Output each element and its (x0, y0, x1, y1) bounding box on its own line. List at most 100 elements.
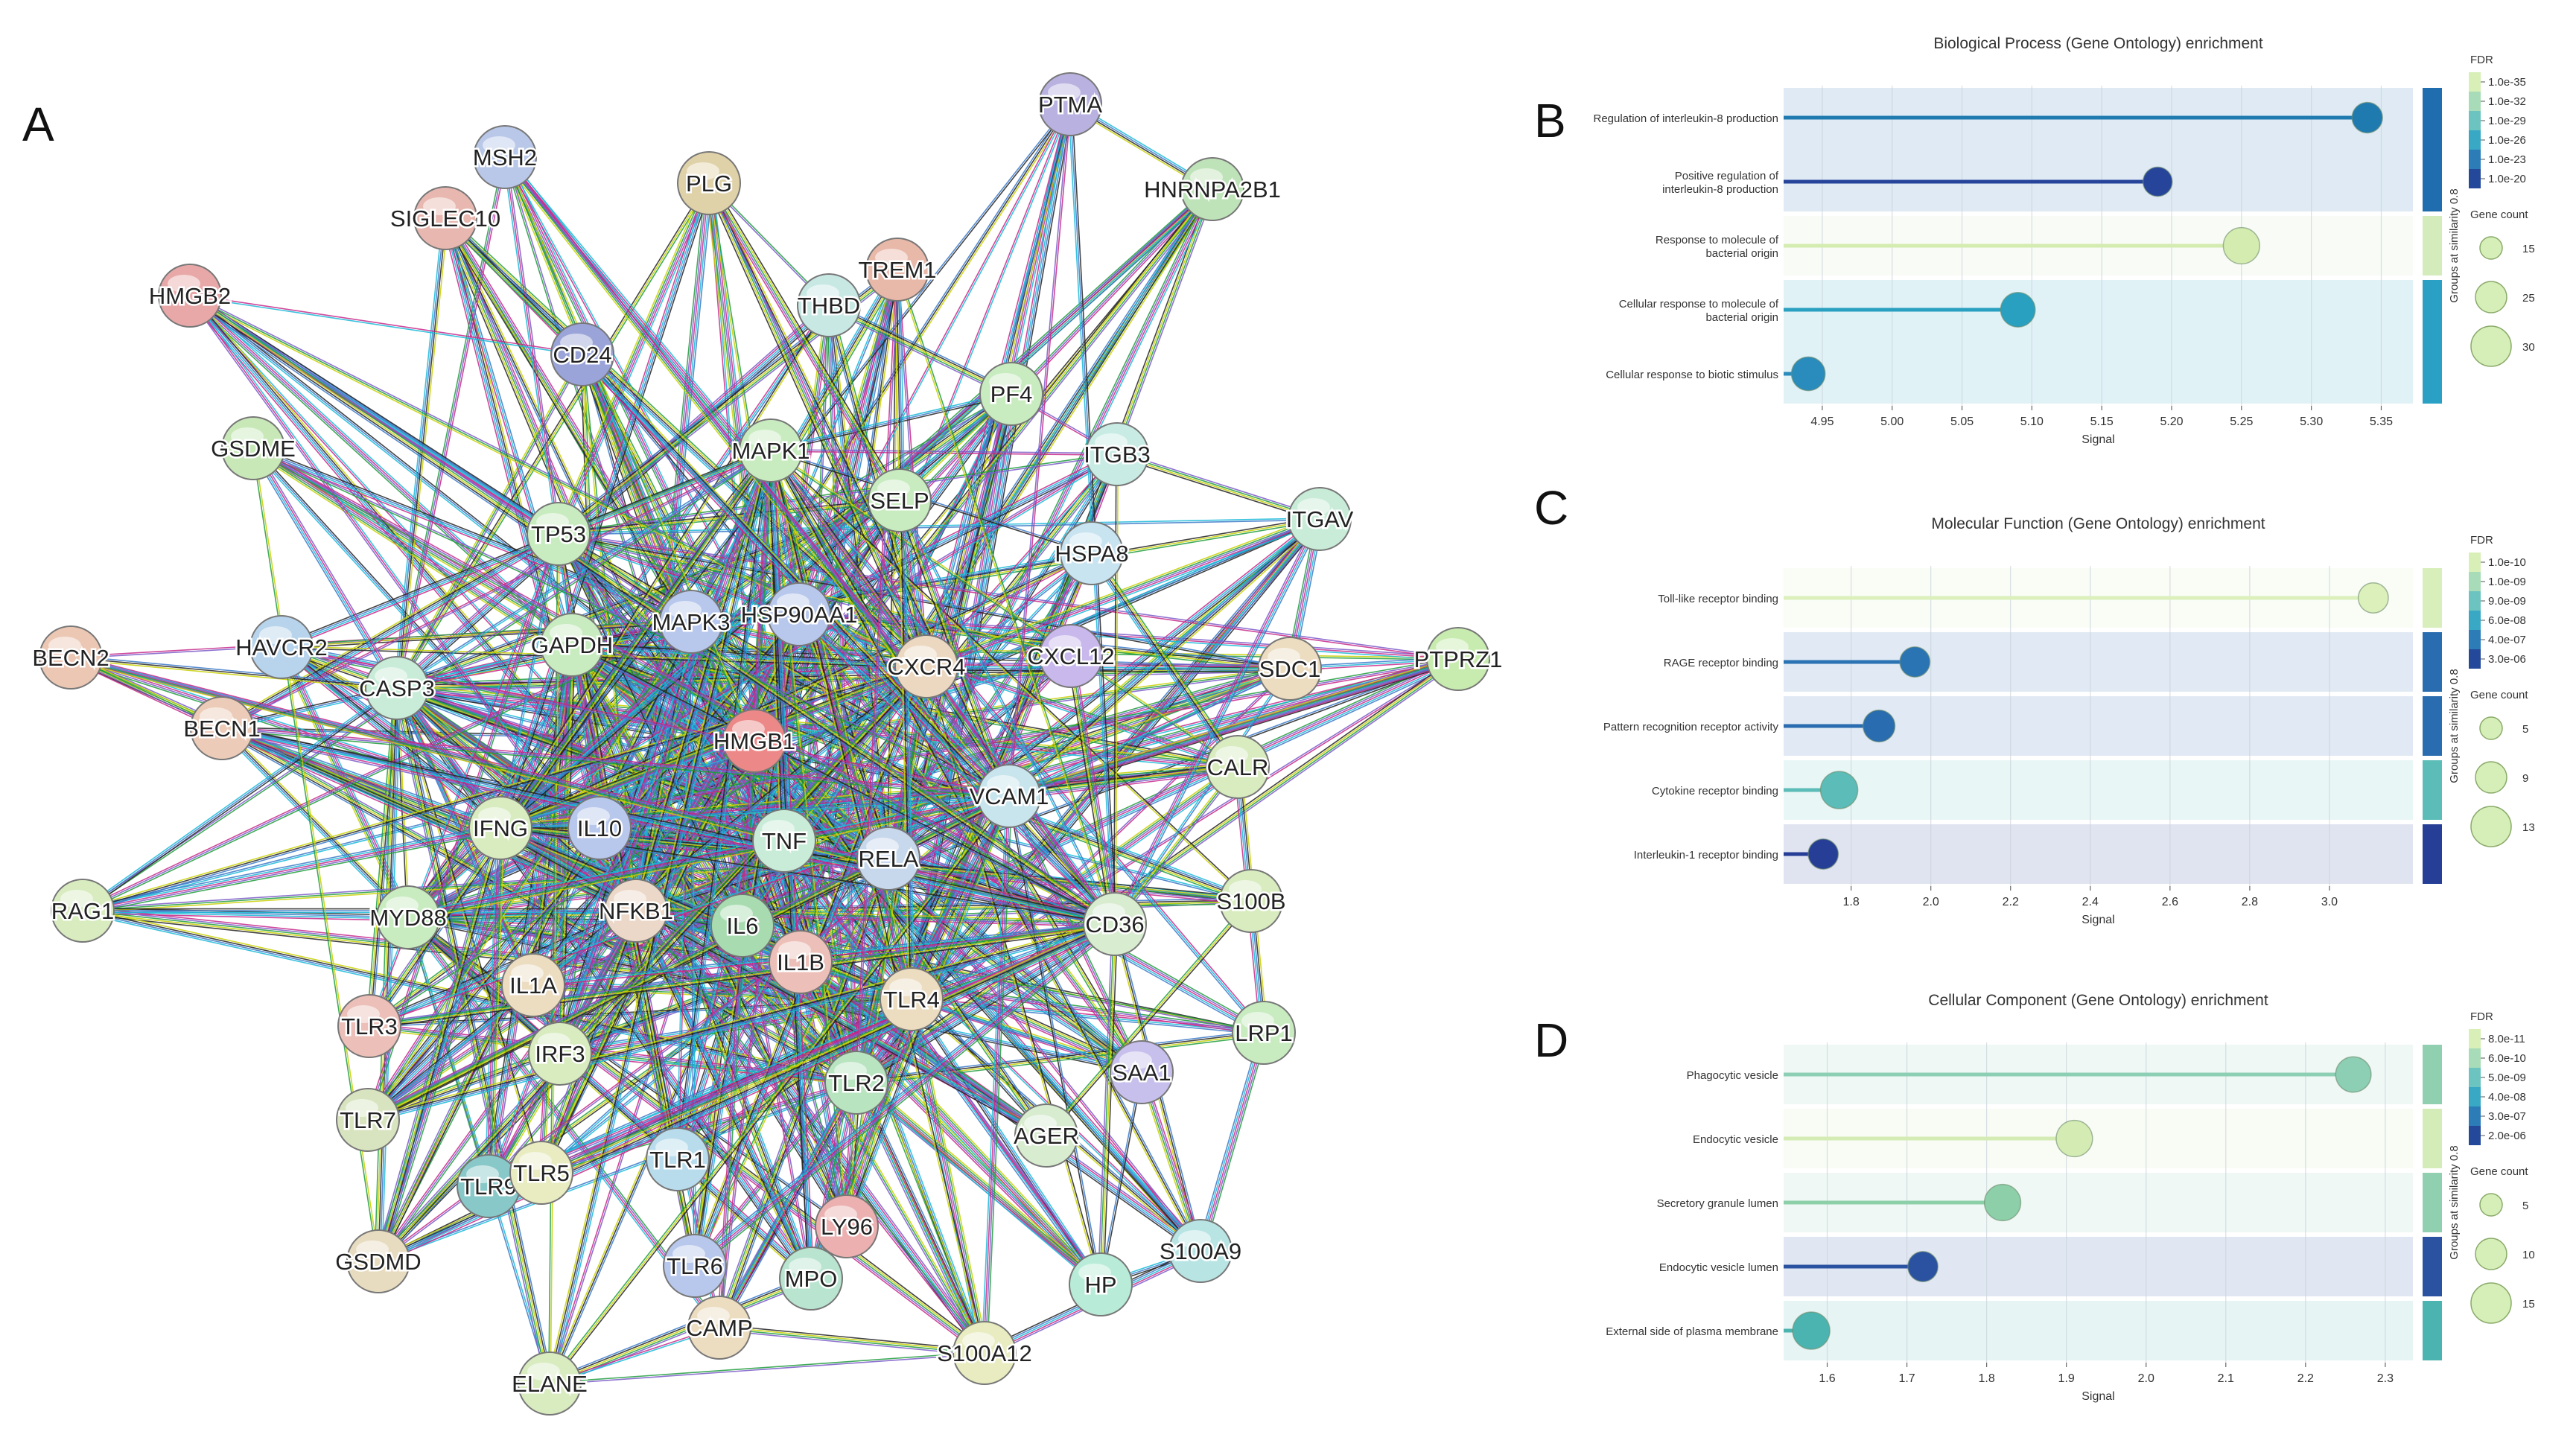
node-label: RAG1 (51, 898, 114, 924)
edge-ifng-becn1 (220, 725, 502, 832)
size-legend-label: 5 (2522, 723, 2528, 736)
cc-title: Cellular Component (Gene Ontology) enric… (1928, 992, 2268, 1009)
node-gsdme: GSDME (209, 416, 297, 480)
node-highlight (762, 820, 795, 838)
x-tick-label: 3.0 (2321, 896, 2338, 908)
node-label: HMGB1 (713, 728, 795, 754)
node-highlight (687, 162, 719, 180)
node-highlight (550, 624, 582, 642)
node-label: RELA (859, 846, 919, 872)
node-casp3: CASP3 (357, 656, 436, 720)
edge-tlr2-gsdmd (378, 1081, 857, 1263)
x-tick-label: 2.2 (2297, 1372, 2314, 1385)
edge-elane-s100a12 (549, 1351, 985, 1385)
edge-mapk1-becn1 (221, 449, 772, 730)
edge-tlr4-s100a12 (907, 998, 989, 1354)
x-tick-label: 1.7 (1898, 1372, 1915, 1385)
node-highlight (483, 136, 515, 154)
bp-term-regulation-of-interleukin-8-production: Regulation of interleukin-8 production (1594, 101, 2383, 134)
node-label: HMGB2 (149, 283, 231, 309)
node-becn1: BECN1 (182, 696, 262, 760)
node-label: MAPK3 (652, 609, 730, 635)
edge-cd36-gapdh (571, 643, 1116, 926)
node-label: ELANE (512, 1371, 588, 1397)
node-highlight (875, 249, 908, 267)
node-highlight (732, 720, 765, 738)
size-legend-circle (2475, 761, 2507, 794)
node-label: AGER (1014, 1123, 1079, 1149)
fdr-label: 1.0e-23 (2488, 153, 2526, 166)
node-myd88: MYD88 (368, 885, 448, 949)
term-dot (1983, 1183, 2022, 1222)
fdr-swatch (2469, 1126, 2481, 1145)
term-dot (2335, 1056, 2372, 1093)
fdr-swatch (2469, 1029, 2481, 1048)
node-hnrnpa2b1: HNRNPA2B1 (1142, 157, 1282, 221)
node-ly96: LY96 (815, 1194, 879, 1258)
node-highlight (1436, 638, 1469, 656)
node-label: IFNG (473, 815, 528, 841)
edge-itgav-itgb3 (1116, 450, 1321, 523)
edge-trem1-tlr2 (855, 269, 899, 1083)
node-label: PF4 (990, 381, 1033, 407)
edge-cd36-cxcl12 (1066, 655, 1119, 925)
edge-cd36-calr (1113, 765, 1240, 926)
node-il1b: IL1B (769, 930, 833, 994)
node-highlight (1178, 1230, 1211, 1248)
node-s100a12: S100A12 (935, 1321, 1034, 1385)
node-label: TLR5 (513, 1160, 570, 1186)
edge-cxcr4-havcr2 (281, 646, 927, 668)
node-label: LY96 (821, 1214, 873, 1240)
node-highlight (962, 1332, 995, 1350)
x-tick-label: 2.8 (2242, 896, 2258, 908)
fdr-swatch (2469, 1087, 2481, 1106)
mf-group-bar-0 (2423, 568, 2442, 628)
mf-band-4 (1784, 824, 2413, 884)
node-label: TLR7 (340, 1107, 396, 1133)
edge-casp3-cd24 (395, 353, 585, 690)
bp-group-bar-1 (2423, 216, 2442, 276)
node-saa1: SAA1 (1110, 1040, 1174, 1104)
node-highlight (655, 1139, 688, 1156)
size-legend-circle (2475, 281, 2507, 313)
term-label: Secretory granule lumen (1657, 1197, 1778, 1210)
node-mapk3: MAPK3 (650, 590, 732, 654)
biological-process-enrichment-chart: Biological Process (Gene Ontology) enric… (1594, 35, 2535, 446)
node-highlight (577, 807, 610, 825)
term-label: External side of plasma membrane (1606, 1325, 1778, 1338)
node-label: HAVCR2 (235, 634, 327, 660)
node-highlight (478, 807, 511, 825)
node-highlight (824, 1206, 857, 1223)
x-tick-label: 2.3 (2377, 1372, 2394, 1385)
edge-cxcr4-plg (705, 181, 931, 669)
node-highlight (538, 1033, 570, 1051)
node-lrp1: LRP1 (1232, 1001, 1296, 1065)
node-label: CASP3 (359, 675, 435, 701)
node-label: TREM1 (858, 257, 936, 283)
node-havcr2: HAVCR2 (234, 615, 329, 679)
node-highlight (1049, 635, 1081, 653)
x-tick-label: 1.8 (1979, 1372, 1995, 1385)
edge-vcam1-s100a12 (981, 795, 1013, 1354)
node-hmgb1: HMGB1 (711, 709, 798, 773)
term-dot (2142, 166, 2173, 197)
node-hsp90aa1: HSP90AA1 (739, 582, 859, 646)
edge-vcam1-becn1 (221, 725, 1010, 799)
bp-title: Biological Process (Gene Ontology) enric… (1933, 35, 2263, 52)
node-label: CD24 (553, 342, 611, 368)
node-label: CALR (1207, 754, 1269, 780)
node-tlr1: TLR1 (646, 1127, 710, 1191)
mf-gridlines (1851, 566, 2330, 886)
term-dot (1819, 771, 1859, 809)
bp-band-2 (1784, 280, 2413, 404)
edge-thbd-pf4 (827, 301, 1014, 398)
node-highlight (1297, 498, 1330, 516)
edge-cd36-selp (898, 500, 1116, 925)
panel-letter-b: B (1534, 94, 1566, 147)
node-highlight (1048, 83, 1081, 101)
mf-fdr-legend-title: FDR (2470, 534, 2493, 547)
edge-hp-saa1 (1099, 1072, 1143, 1285)
